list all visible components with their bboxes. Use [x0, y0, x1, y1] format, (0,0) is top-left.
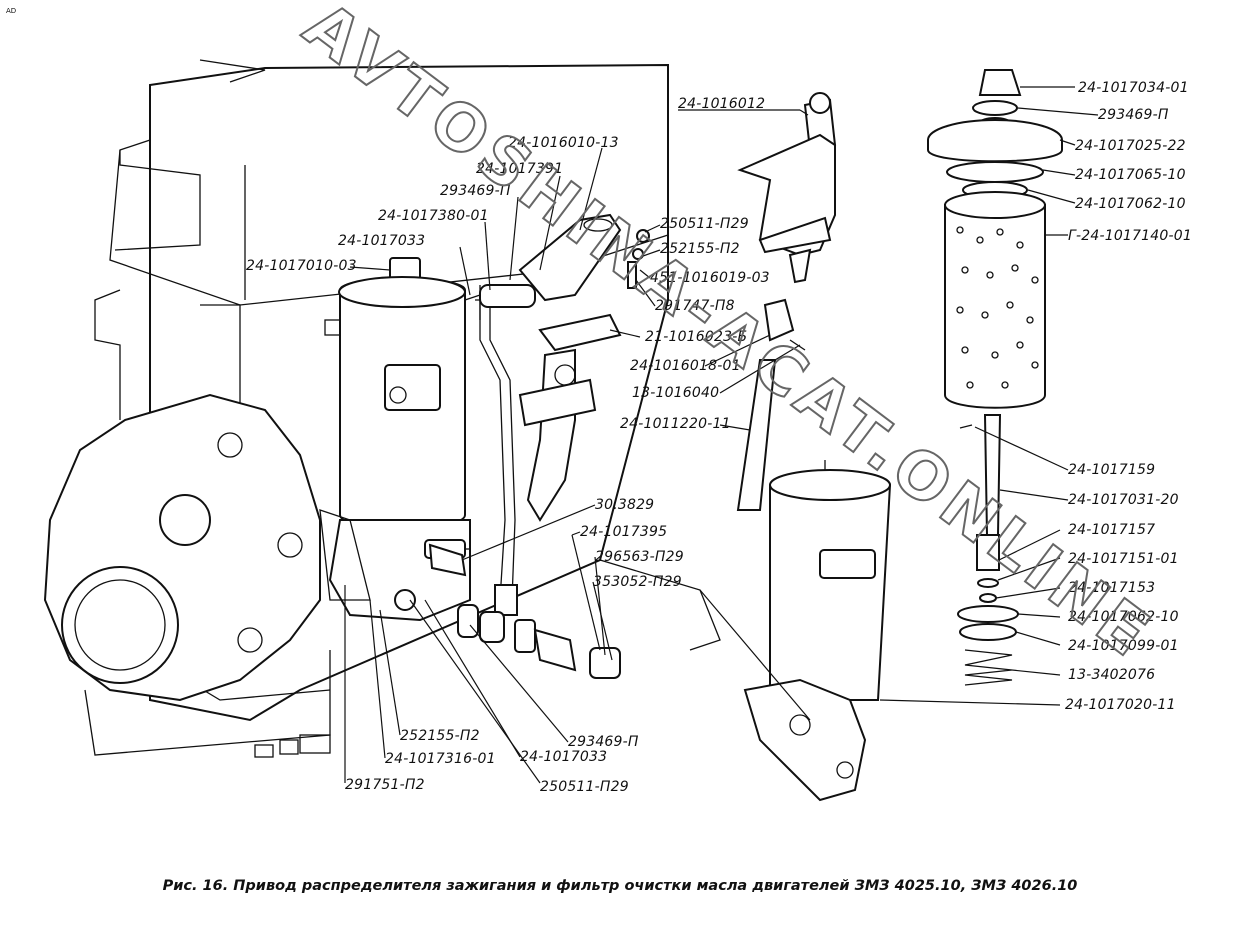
label-part: 21-1016023-Б: [645, 329, 747, 345]
figure-caption: Рис. 16. Привод распределителя зажигания…: [162, 878, 1078, 894]
label-part: 24-1017395: [580, 524, 667, 540]
label-part: 451-1016019-03: [650, 270, 770, 286]
timing-cover: [43, 393, 321, 702]
label-part: 13-1016040: [632, 385, 719, 401]
label-part: 24-1017062-10: [1075, 196, 1186, 212]
label-part: 24-1017031-20: [1068, 492, 1179, 508]
label-part: 13-3402076: [1068, 667, 1155, 683]
label-part: 24-1017159: [1068, 462, 1155, 478]
label-part: 250511-П29: [540, 779, 629, 795]
label-part: 24-1017010-03: [246, 258, 357, 274]
label-part: 24-1017062-10: [1068, 609, 1179, 625]
label-part: 24-1017391: [476, 161, 563, 177]
label-part: 24-1017065-10: [1075, 167, 1186, 183]
label-part: 24-1017380-01: [378, 208, 489, 224]
filter-housing-exploded: [743, 460, 892, 802]
label-part: 24-1011220-11: [620, 416, 731, 432]
label-part: 24-1017025-22: [1075, 138, 1186, 154]
label-part: 24-1017033: [338, 233, 425, 249]
label-part: 30.3829: [595, 497, 654, 513]
label-part: 250511-П29: [660, 216, 749, 232]
part-labels: 24-1016012 24-1016010-13 24-1017391 2934…: [246, 80, 1192, 795]
label-part: 24-1017316-01: [385, 751, 496, 767]
label-part: 24-1016010-13: [508, 135, 619, 151]
label-part: 293469-П: [568, 734, 639, 750]
label-part: 353052-П29: [593, 574, 682, 590]
label-part: 293469-П: [1098, 107, 1169, 123]
label-part: 24-1016018-01: [630, 358, 741, 374]
filter-perforations: [956, 226, 1039, 389]
fitting-parts: [428, 543, 621, 679]
label-part: 291747-П8: [655, 298, 735, 314]
filter-element-exploded: [927, 69, 1063, 686]
label-part: 252155-П2: [400, 728, 480, 744]
oil-filter-assembled: [319, 257, 471, 622]
label-part: 24-1017153: [1068, 580, 1155, 596]
distributor-drive: [479, 213, 650, 522]
label-part: 24-1017099-01: [1068, 638, 1179, 654]
label-part: 293469-П: [440, 183, 511, 199]
label-part: 24-1017157: [1068, 522, 1155, 538]
corner-mark: AD: [6, 7, 16, 15]
label-part: 24-1017151-01: [1068, 551, 1179, 567]
label-part: 24-1017034-01: [1078, 80, 1189, 96]
label-part: 24-1016012: [678, 96, 765, 112]
label-part: 252155-П2: [660, 241, 740, 257]
drive-housing-exploded: [736, 92, 837, 511]
label-part: Г-24-1017140-01: [1068, 228, 1192, 244]
label-part: 291751-П2: [345, 777, 425, 793]
label-part: 24-1017033: [520, 749, 607, 765]
leader-lines: [344, 86, 1099, 784]
label-part: 296563-П29: [595, 549, 684, 565]
label-part: 24-1017020-11: [1065, 697, 1176, 713]
